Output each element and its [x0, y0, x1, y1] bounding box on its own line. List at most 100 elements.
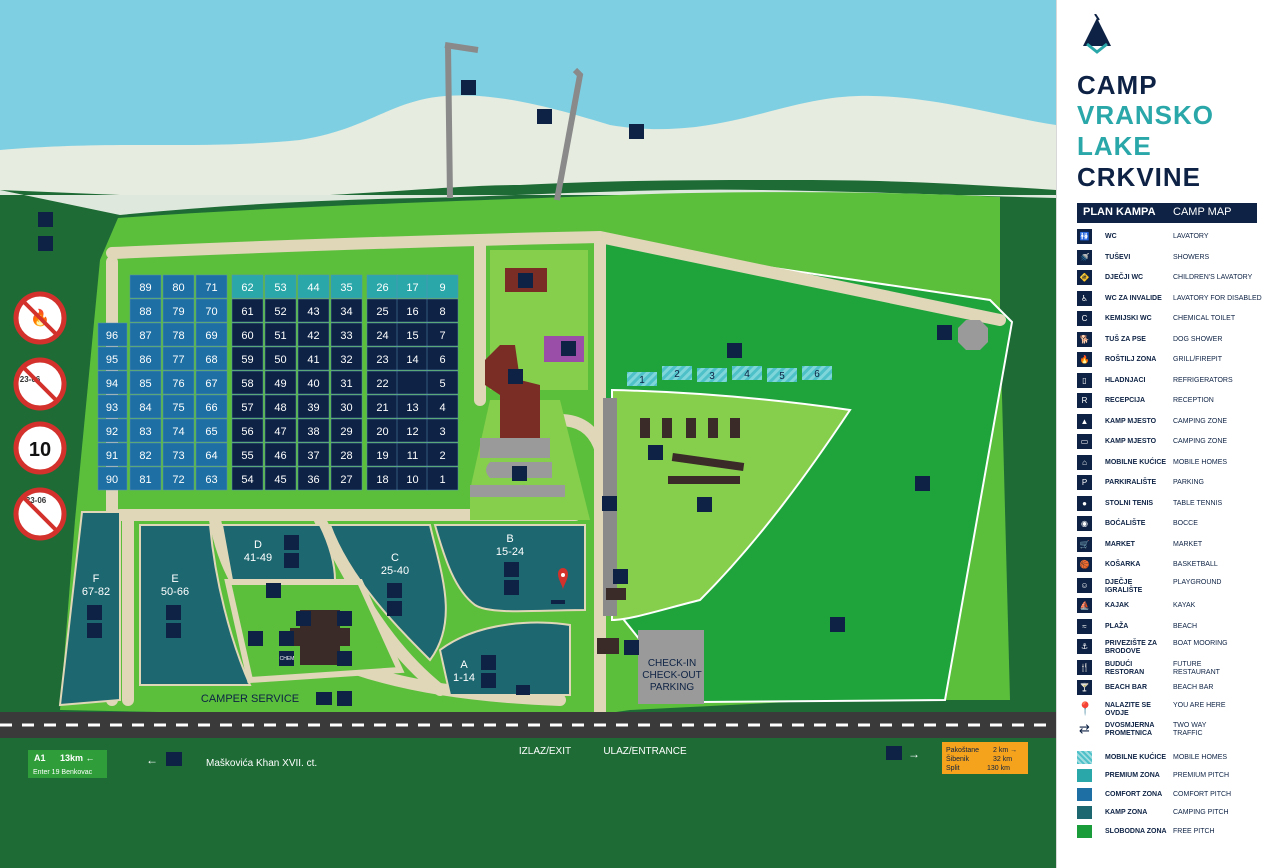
pitch-number: 60	[241, 330, 253, 342]
legend-label-en: BEACH BAR	[1173, 684, 1214, 691]
pitch-number: 34	[340, 306, 352, 318]
a1-code: A1	[34, 753, 46, 763]
playground-icon: ☺	[1077, 577, 1092, 593]
pitch-number: 92	[106, 426, 118, 438]
pitch	[195, 466, 228, 491]
pitch-number: 41	[307, 354, 319, 366]
legend-label-hr: RECEPCIJA	[1105, 397, 1146, 404]
pitch	[129, 442, 162, 467]
direction-place: Šibenik	[946, 754, 969, 763]
pitch-number: 77	[172, 354, 184, 366]
pitch-number: 33	[340, 330, 352, 342]
grill-icon: 🔥	[1077, 352, 1092, 367]
caravan-icon	[87, 623, 102, 638]
pitch	[297, 394, 330, 419]
legend-label-en: KAYAK	[1173, 602, 1196, 609]
stage-octagon	[958, 320, 988, 350]
caravan-icon	[166, 623, 181, 638]
legend-label-en: CHILDREN'S LAVATORY	[1173, 274, 1253, 281]
pitch-number: 36	[307, 474, 319, 486]
pitch-number: 57	[241, 402, 253, 414]
legend-label-hr: DJEČJI WC	[1105, 274, 1144, 281]
zone-a	[438, 621, 571, 696]
pitch-number: 95	[106, 354, 118, 366]
title-line-2: VRANSKO	[1077, 100, 1215, 130]
camp-logo-icon	[1079, 13, 1115, 54]
pitch	[264, 274, 297, 299]
table-tennis-icon	[697, 497, 712, 512]
mobile-home	[732, 366, 762, 380]
grill-icon	[248, 631, 263, 646]
direction-place: Split	[946, 765, 960, 772]
pitch-number: 47	[274, 426, 286, 438]
pitch	[330, 370, 363, 395]
pitch	[231, 346, 264, 371]
kids-wc-icon: 🚸	[1077, 270, 1092, 285]
restaurant-building	[485, 345, 540, 440]
pitch	[231, 442, 264, 467]
pitch-number: 22	[376, 378, 388, 390]
parking-icon: P	[1077, 475, 1092, 490]
pitch	[426, 370, 459, 395]
pitch-number: 75	[172, 402, 184, 414]
pitch-number: 18	[376, 474, 388, 486]
tent-icon	[166, 605, 181, 620]
pitch	[162, 442, 195, 467]
pitch-number: 76	[172, 378, 184, 390]
pitch-number: 96	[106, 330, 118, 342]
bike-icon	[166, 752, 182, 766]
pitch	[231, 418, 264, 443]
pitch-number: 81	[139, 474, 151, 486]
pitch-number: 28	[340, 450, 352, 462]
pitch-number: 69	[205, 330, 217, 342]
pitch	[426, 418, 459, 443]
tent-icon: ▲	[1077, 413, 1092, 429]
pitch	[297, 466, 330, 491]
zone-label-en: CAMPING PITCH	[1173, 809, 1229, 816]
pitch-number: 58	[241, 378, 253, 390]
pitch-number: 43	[307, 306, 319, 318]
pitch-number: 3	[439, 426, 445, 438]
pitch	[195, 370, 228, 395]
pitch	[231, 298, 264, 323]
pitch-number: 54	[241, 474, 253, 486]
pitch	[426, 466, 459, 491]
pitch-number: 8	[439, 306, 445, 318]
kayak-icon	[537, 109, 552, 124]
legend-label-hr: WC	[1105, 233, 1117, 240]
two-way-icon: ⇄	[1079, 721, 1090, 736]
pitch	[231, 394, 264, 419]
basketball-icon	[937, 325, 952, 340]
zone-c-range: 25-40	[381, 565, 409, 577]
pitch-number: 85	[139, 378, 151, 390]
pitch	[195, 442, 228, 467]
chemical-wc-icon: C	[1077, 311, 1092, 326]
pier-left	[444, 42, 479, 199]
pitch	[97, 442, 128, 467]
svg-text:23-06: 23-06	[26, 496, 47, 505]
pitch-number: 93	[106, 402, 118, 414]
reception-icon: R	[1077, 393, 1092, 408]
wc-icon: 🚻	[1077, 229, 1092, 244]
pitch-number: 82	[139, 450, 151, 462]
checkin-parking	[638, 630, 704, 704]
legend-row: 🚸 DJEČJI WC CHILDREN'S LAVATORY	[1077, 269, 1272, 287]
pitch	[97, 394, 128, 419]
pitch-number: 10	[406, 474, 418, 486]
pitch-grid: 8988878685848382818079787776757473727170…	[97, 274, 459, 491]
camper-service-label: CAMPER SERVICE	[201, 693, 299, 705]
basketball-icon: 🏀	[1077, 557, 1092, 572]
pitch-number: 83	[139, 426, 151, 438]
caravan-icon: ▭	[1077, 434, 1092, 449]
pitch-number: 9	[439, 282, 445, 294]
hill	[0, 95, 1056, 200]
legend-label-en: DOG SHOWER	[1173, 335, 1223, 343]
pitch	[330, 418, 363, 443]
pitch-number: 67	[205, 378, 217, 390]
pitch	[162, 418, 195, 443]
pitch-number: 19	[376, 450, 388, 462]
zone-d	[220, 524, 337, 581]
pitch-number: 44	[307, 282, 319, 294]
